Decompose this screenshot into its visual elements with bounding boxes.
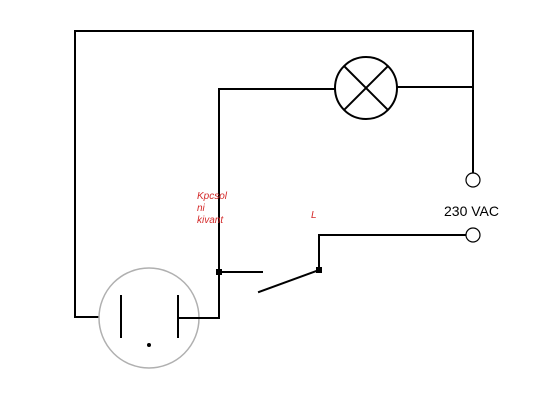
socket-right-wire	[177, 271, 220, 319]
switch-icon	[216, 234, 468, 294]
socket-label: Kpcsol ni kivant	[197, 191, 227, 227]
left-wire	[74, 30, 122, 318]
lamp-feed-wire	[218, 88, 336, 273]
switch-label: L	[311, 210, 317, 221]
supply-label: 230 VAC	[444, 203, 499, 219]
socket-icon	[98, 267, 200, 369]
socket-label-line3: kivant	[197, 215, 224, 226]
socket-label-line1: Kpcsol	[197, 191, 228, 202]
terminal-icon	[465, 172, 481, 243]
top-wire	[74, 30, 474, 86]
lamp-icon	[334, 56, 398, 120]
socket-label-line2: ni	[197, 203, 205, 214]
